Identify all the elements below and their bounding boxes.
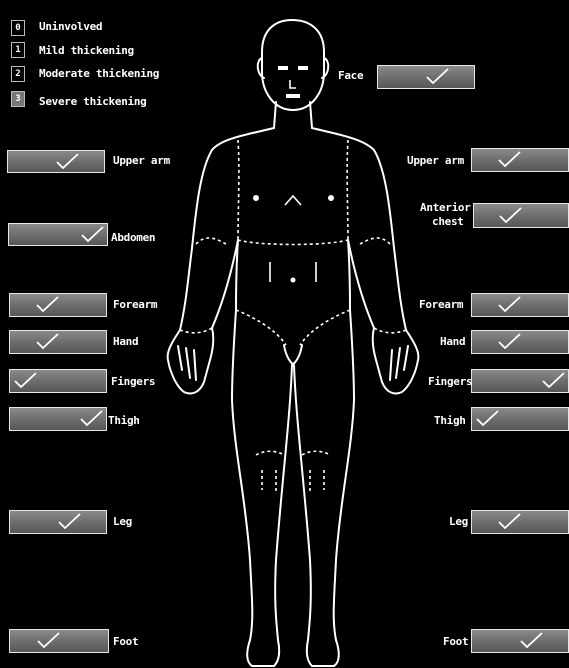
label-hand-right: Hand xyxy=(440,336,465,348)
checkmark-icon xyxy=(35,631,61,649)
checkmark-icon xyxy=(12,371,38,389)
label-forearm-left: Forearm xyxy=(113,299,157,311)
checkmark-icon xyxy=(56,512,82,530)
checkmark-icon xyxy=(79,225,105,243)
label-fingers-left: Fingers xyxy=(111,376,155,388)
slider-hand-left[interactable] xyxy=(9,330,107,354)
slider-leg-left[interactable] xyxy=(9,510,107,534)
checkmark-icon xyxy=(496,332,522,350)
checkmark-icon xyxy=(540,371,566,389)
label-upperarm-right: Upper arm xyxy=(407,155,464,167)
slider-forearm-right[interactable] xyxy=(471,293,569,317)
checkmark-icon xyxy=(496,295,522,313)
label-foot-right: Foot xyxy=(443,636,468,648)
slider-abdomen[interactable] xyxy=(8,223,108,246)
label-forearm-right: Forearm xyxy=(419,299,463,311)
slider-forearm-left[interactable] xyxy=(9,293,107,317)
checkmark-icon xyxy=(34,295,60,313)
checkmark-icon xyxy=(78,409,104,427)
slider-face[interactable] xyxy=(377,65,475,89)
label-hand-left: Hand xyxy=(113,336,138,348)
checkmark-icon xyxy=(424,67,450,85)
label-anterior-chest-1: Anterior xyxy=(420,202,471,214)
slider-fingers-right[interactable] xyxy=(471,369,569,393)
label-upperarm-left: Upper arm xyxy=(113,155,170,167)
checkmark-icon xyxy=(497,206,523,224)
slider-foot-right[interactable] xyxy=(471,629,569,653)
slider-fingers-left[interactable] xyxy=(9,369,107,393)
slider-upperarm-left[interactable] xyxy=(7,150,105,173)
label-thigh-right: Thigh xyxy=(434,415,466,427)
label-thigh-left: Thigh xyxy=(108,415,140,427)
slider-leg-right[interactable] xyxy=(471,510,569,534)
label-leg-right: Leg xyxy=(449,516,468,528)
checkmark-icon xyxy=(496,150,522,168)
checkmark-icon xyxy=(496,512,522,530)
label-leg-left: Leg xyxy=(113,516,132,528)
checkmark-icon xyxy=(474,409,500,427)
slider-thigh-left[interactable] xyxy=(9,407,107,431)
checkmark-icon xyxy=(518,631,544,649)
label-foot-left: Foot xyxy=(113,636,138,648)
slider-hand-right[interactable] xyxy=(471,330,569,354)
checkmark-icon xyxy=(54,152,80,170)
slider-anterior-chest[interactable] xyxy=(473,203,569,228)
label-abdomen: Abdomen xyxy=(111,232,155,244)
slider-upperarm-right[interactable] xyxy=(471,148,569,172)
checkmark-icon xyxy=(34,332,60,350)
label-fingers-right: Fingers xyxy=(428,376,472,388)
label-anterior-chest-2: chest xyxy=(432,216,464,228)
slider-foot-left[interactable] xyxy=(9,629,109,653)
slider-thigh-right[interactable] xyxy=(471,407,569,431)
label-face: Face xyxy=(338,70,363,82)
